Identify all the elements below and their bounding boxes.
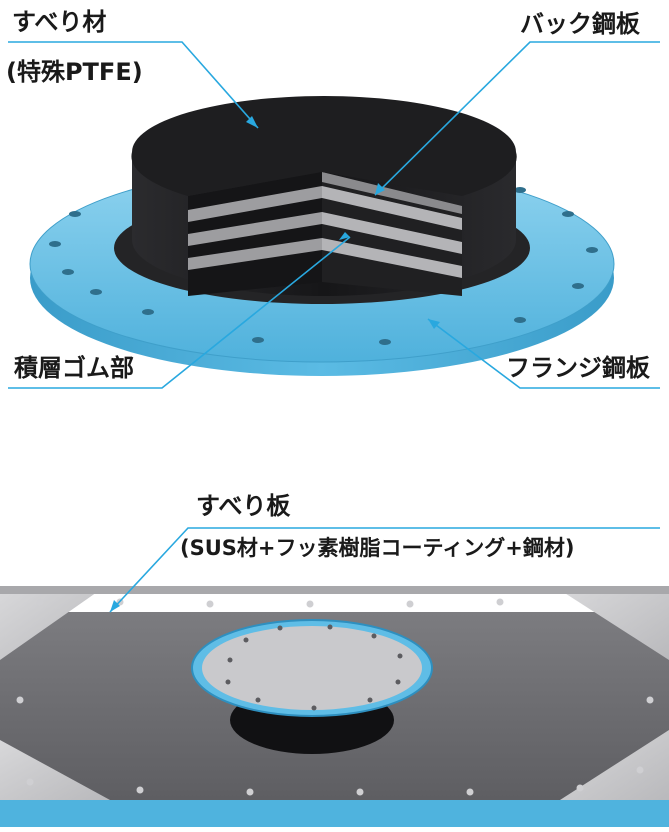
- leader-laminated-rubber: [8, 236, 351, 389]
- leader-slide-material: [8, 41, 259, 129]
- label-back-plate: バック鋼板: [520, 10, 640, 38]
- leader-flange-plate: [427, 318, 660, 389]
- flange-bolt-holes: [49, 187, 598, 345]
- bearing-top: [29, 96, 615, 376]
- leader-back-plate: [374, 41, 660, 196]
- slide-disc: [202, 626, 422, 710]
- leader-arrowheads: [110, 116, 440, 612]
- label-slide-material-sub: (特殊PTFE): [6, 58, 143, 86]
- label-slide-plate: すべり板: [196, 492, 291, 520]
- label-slide-plate-sub: (SUS材+フッ素樹脂コーティング+鋼材): [180, 536, 575, 560]
- slide-plate: [0, 586, 669, 827]
- slide-material-top: [131, 96, 517, 196]
- label-slide-material: すべり材: [12, 8, 107, 36]
- laminated-layers: [188, 172, 462, 296]
- label-laminated-rubber: 積層ゴム部: [14, 354, 134, 382]
- label-flange-plate: フランジ鋼板: [506, 354, 650, 382]
- leader-lines: [8, 41, 660, 613]
- leader-slide-plate: [109, 527, 660, 613]
